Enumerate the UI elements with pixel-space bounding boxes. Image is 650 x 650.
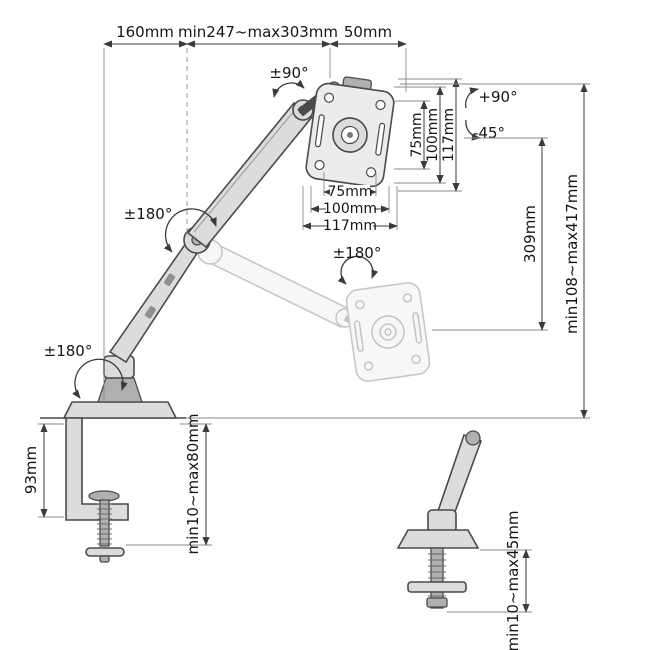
vesa-hole	[323, 92, 335, 103]
gas-spring-line	[193, 104, 300, 233]
upper-arm-link	[186, 101, 314, 249]
ghost-vesa-slot	[353, 320, 364, 352]
ghost-vesa-hole	[355, 299, 365, 310]
dim-height-travel: 309mm	[432, 137, 548, 331]
base-plate	[62, 401, 178, 419]
clamp-screw-shaft	[99, 499, 110, 547]
clamp-screw-threads	[97, 503, 112, 545]
vesa-slot	[314, 114, 325, 148]
label-vesa-h117: 117mm	[323, 218, 377, 234]
grommet-nut	[426, 597, 448, 608]
grommet-clamp-bar	[407, 581, 467, 593]
ghost-vesa-plate	[345, 282, 431, 382]
vesa-mounting-holes	[314, 92, 386, 178]
lower-arm-link	[108, 234, 205, 364]
desk-clamp	[65, 417, 129, 563]
clamp-handle-cap	[99, 555, 110, 563]
label-vesa-h75: 75mm	[327, 184, 372, 200]
label-height-range: min108~max417mm	[563, 174, 581, 334]
label-backing	[326, 202, 374, 215]
grommet-base-plate	[396, 529, 480, 549]
rot-tilt-group: +90° -45°	[464, 87, 518, 142]
rotation-arc	[272, 79, 305, 98]
rot-elbow: ±180°	[124, 205, 217, 253]
rotation-arc	[72, 358, 128, 399]
dim-vesa-vertical-group: 75mm 100mm 117mm	[394, 78, 462, 192]
label-grommet-range: min10~max45mm	[504, 511, 522, 650]
dim-clamp-height: 93mm	[22, 423, 64, 518]
rotation-arc	[337, 255, 379, 285]
ghost-vesa-hole	[402, 293, 413, 303]
dim-clamp-range: min10~max80mm	[126, 414, 212, 555]
base-swivel-cylinder	[103, 355, 135, 379]
ghost-vesa-hole	[363, 361, 374, 371]
label-tilt-up: +90°	[478, 88, 517, 106]
dim-grommet-range: min10~max45mm	[447, 511, 532, 650]
ghost-vesa-hole	[411, 354, 421, 365]
dim-top-group: 160mm min247~max303mm 50mm	[103, 23, 407, 400]
label-vesa-v75: 75mm	[409, 112, 425, 157]
grommet-mount-detail	[396, 430, 483, 609]
label-backing	[330, 185, 370, 198]
ghost-arm-link	[205, 241, 350, 329]
clamp-handle	[85, 547, 125, 557]
ghost-vesa-slot	[412, 312, 423, 344]
vesa-hole	[365, 167, 377, 178]
ghost-arm-position	[197, 239, 431, 382]
vesa-hole	[314, 159, 325, 171]
cable-clip	[145, 306, 156, 319]
vesa-slot	[375, 122, 386, 156]
rotation-arc-tilt-up	[464, 87, 479, 109]
label-monitor-rotation: ±180°	[333, 244, 382, 262]
clamp-bracket	[65, 417, 129, 521]
label-vesa-v117: 117mm	[441, 108, 457, 162]
label-height-travel: 309mm	[521, 205, 539, 263]
rotation-arc-tilt-down	[465, 119, 481, 141]
base-riser	[97, 377, 143, 403]
rot-monitor: ±180°	[333, 244, 382, 285]
label-vesa-v100: 100mm	[425, 108, 441, 162]
dim-height-range: min108~max417mm	[400, 83, 590, 419]
label-elbow-swivel: ±180°	[124, 205, 173, 223]
rot-head-swivel: ±90°	[269, 64, 309, 98]
label-arm-reach: min247~max303mm	[178, 23, 338, 41]
grommet-arm-stub	[435, 433, 483, 522]
rotation-arc	[163, 208, 217, 253]
rot-base: ±180°	[44, 342, 128, 399]
label-head-depth: 50mm	[344, 23, 392, 41]
label-base-swivel: ±180°	[44, 342, 93, 360]
arm-assembly	[62, 81, 341, 419]
label-clamp-height: 93mm	[22, 446, 40, 494]
label-vesa-h100: 100mm	[323, 201, 377, 217]
grommet-riser	[427, 509, 457, 533]
ghost-vesa-hub-dot	[384, 328, 392, 336]
label-backing	[327, 219, 373, 232]
label-base-to-elbow: 160mm	[116, 23, 174, 41]
vesa-hub-dot	[347, 132, 353, 138]
dim-vesa-horizontal-group: 75mm 100mm 117mm	[302, 172, 398, 234]
vesa-plate	[305, 76, 395, 188]
cable-clip	[164, 273, 175, 286]
label-tilt-down: -45°	[473, 124, 505, 142]
label-head-swivel: ±90°	[269, 64, 308, 82]
vesa-hole	[375, 99, 386, 111]
label-clamp-range: min10~max80mm	[184, 414, 202, 555]
grommet-arm-joint	[465, 430, 481, 446]
